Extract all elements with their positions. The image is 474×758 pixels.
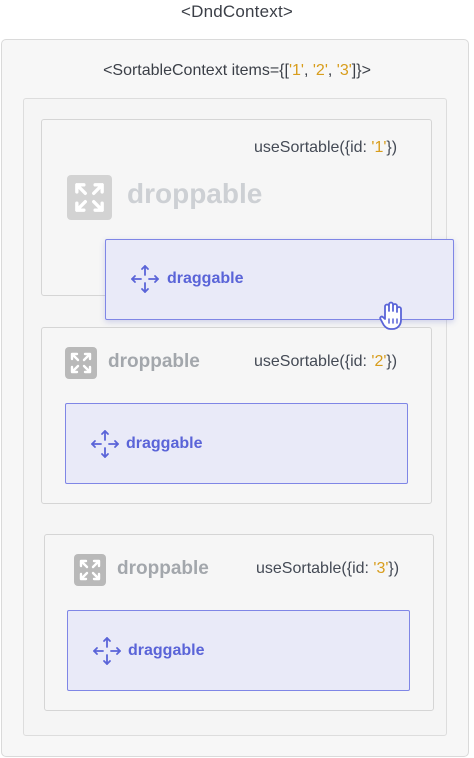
droppable-label-1: droppable [127, 178, 263, 209]
use-sortable-suffix: }) [386, 139, 398, 156]
expand-arrows-icon [65, 347, 97, 379]
expand-arrows-icon [74, 554, 106, 586]
use-sortable-id: '1' [371, 139, 387, 156]
draggable-label-1: draggable [167, 270, 244, 287]
sortable-context-id-1: '1' [288, 62, 304, 79]
use-sortable-suffix: }) [388, 560, 400, 577]
draggable-handle-2[interactable] [65, 403, 408, 484]
sortable-context-prefix: <SortableContext items={[ [103, 62, 289, 79]
dnd-context-label: <DndContext> [180, 2, 294, 21]
sortable-context-separator: , [327, 62, 337, 79]
move-arrows-icon [130, 264, 160, 294]
use-sortable-prefix: useSortable({id: [256, 560, 374, 577]
expand-arrows-icon [67, 175, 112, 220]
sortable-context-id-2: '2' [312, 62, 328, 79]
use-sortable-id: '2' [371, 353, 387, 370]
move-arrows-icon [90, 429, 120, 459]
move-arrows-icon [92, 636, 122, 666]
droppable-label-3: droppable [117, 558, 209, 579]
draggable-label-2: draggable [126, 435, 203, 452]
sortable-context-id-3: '3' [336, 62, 352, 79]
sortable-context-suffix: ]}> [351, 62, 371, 79]
draggable-handle-3[interactable] [67, 610, 410, 691]
sortable-context-label: <SortableContext items={['1', '2', '3']}… [1, 62, 473, 80]
draggable-label-3: draggable [128, 642, 205, 659]
use-sortable-prefix: useSortable({id: [254, 353, 372, 370]
sortable-context-separator: , [303, 62, 313, 79]
use-sortable-label-2: useSortable({id: '2'}) [254, 353, 397, 371]
use-sortable-id: '3' [373, 560, 389, 577]
grab-hand-icon [377, 300, 405, 332]
use-sortable-prefix: useSortable({id: [254, 139, 372, 156]
use-sortable-label-3: useSortable({id: '3'}) [256, 560, 399, 578]
use-sortable-suffix: }) [386, 353, 398, 370]
use-sortable-label-1: useSortable({id: '1'}) [254, 139, 397, 157]
droppable-label-2: droppable [108, 351, 200, 372]
